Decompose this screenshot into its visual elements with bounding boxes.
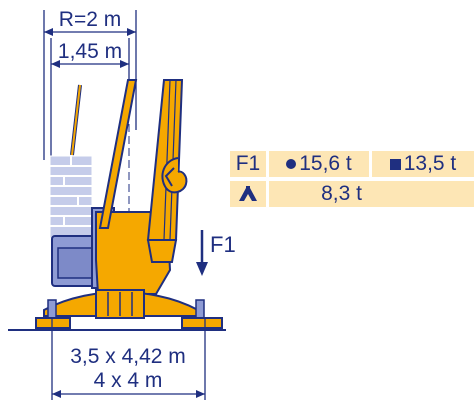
spec-row-weight: 8,3 t <box>230 181 474 207</box>
square-icon <box>389 158 401 170</box>
radius-inner-label: 1,45 m <box>58 40 122 63</box>
spec-row-load-label: F1 <box>235 152 261 175</box>
boom <box>98 79 184 263</box>
counterweight-stack <box>49 155 93 239</box>
carrier <box>43 289 199 319</box>
base-label-2: 4 x 4 m <box>94 369 163 392</box>
hook-block <box>161 157 188 194</box>
base-label-1: 3,5 x 4,42 m <box>70 345 186 368</box>
outrigger-right <box>181 299 223 329</box>
force-label: F1 <box>210 232 236 257</box>
crane-weight-icon <box>230 181 266 207</box>
radius-dimension: R=2 m <box>43 8 137 160</box>
spec-row-load: F1 15,6 t 13,5 t <box>230 151 474 177</box>
spec-value-weight: 8,3 t <box>321 182 362 205</box>
force-arrow: F1 <box>196 230 236 276</box>
spec-value-square: 13,5 t <box>403 152 457 175</box>
spec-value-dot: 15,6 t <box>299 152 352 175</box>
radius-inner-dimension: 1,45 m <box>50 38 130 160</box>
radius-label: R=2 m <box>59 8 121 31</box>
dot-icon <box>286 159 297 169</box>
base-dimension: 3,5 x 4,42 m 4 x 4 m <box>51 318 206 400</box>
